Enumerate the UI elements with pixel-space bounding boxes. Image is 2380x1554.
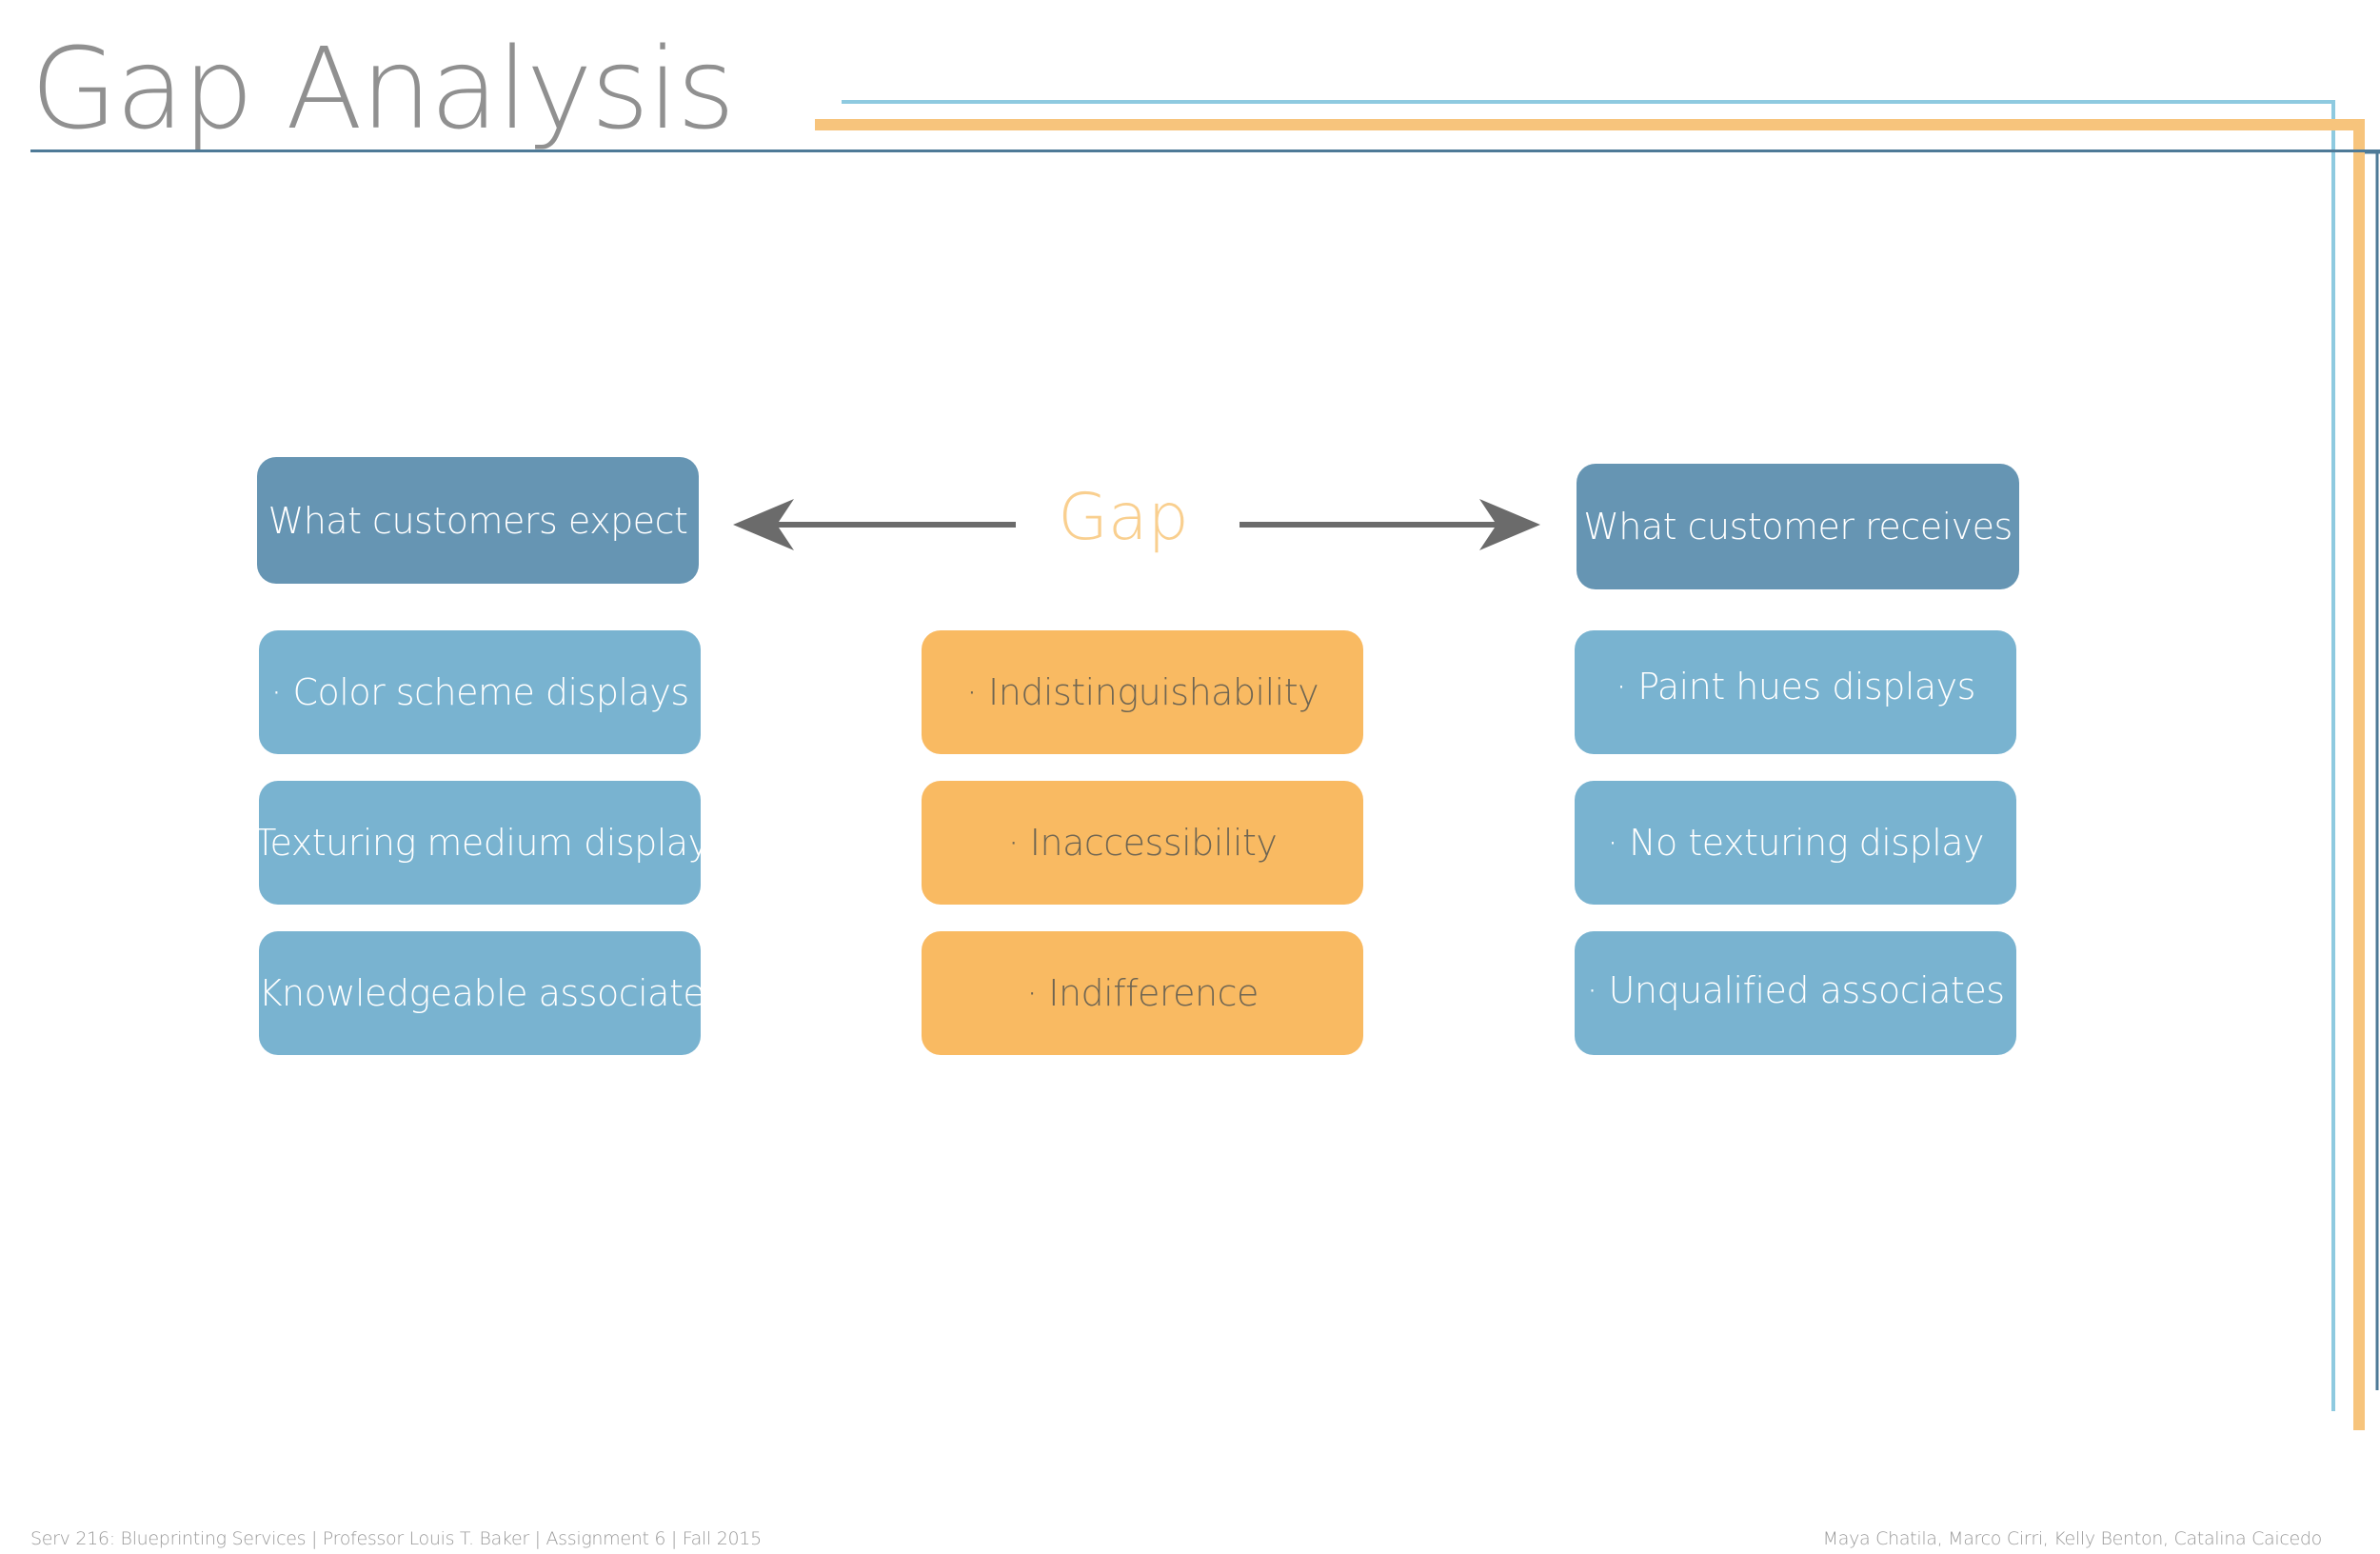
gap-item: · Indifference [922,931,1363,1055]
expect-header-label: What customers expect [268,499,688,542]
authors-footer: Maya Chatila, Marco Cirri, Kelly Benton,… [1822,1528,2323,1549]
expect-header-box: What customers expect [257,457,699,584]
title-underline [30,149,2380,152]
gap-item: · Inaccessibility [922,781,1363,905]
receives-item: · No texturing display [1575,781,2016,905]
page-title: Gap Analysis [30,23,735,154]
receives-item: · Unqualified associates [1575,931,2016,1055]
receives-item-label: · Paint hues displays [1616,666,1975,707]
arrow-right-icon [1240,499,1540,550]
gap-item-label: · Indistinguishability [965,671,1319,713]
arrow-left-icon [733,499,1016,550]
receives-header-box: What customer receives [1577,464,2019,589]
expect-item-label: · Texturing medium displays [232,822,727,864]
frame-line-orange [815,119,2365,1430]
receives-item-label: · Unqualified associates [1586,969,2005,1011]
expect-item-label: · Color scheme displays [270,671,689,713]
gap-label: Gap [1058,480,1189,555]
expect-item-label: · Knowledgeable associates [236,972,724,1014]
receives-item: · Paint hues displays [1575,630,2016,754]
frame-line-blue [842,100,2335,1411]
gap-item: · Indistinguishability [922,630,1363,754]
receives-header-label: What customer receives [1583,506,2013,548]
gap-item-label: · Inaccessibility [1007,822,1278,864]
expect-item: · Texturing medium displays [232,781,727,905]
gap-item-label: · Indifference [1026,972,1259,1014]
expect-item: · Knowledgeable associates [236,931,724,1055]
course-footer: Serv 216: Blueprinting Services | Profes… [30,1528,762,1549]
receives-item-label: · No texturing display [1606,822,1985,864]
expect-item: · Color scheme displays [259,630,701,754]
